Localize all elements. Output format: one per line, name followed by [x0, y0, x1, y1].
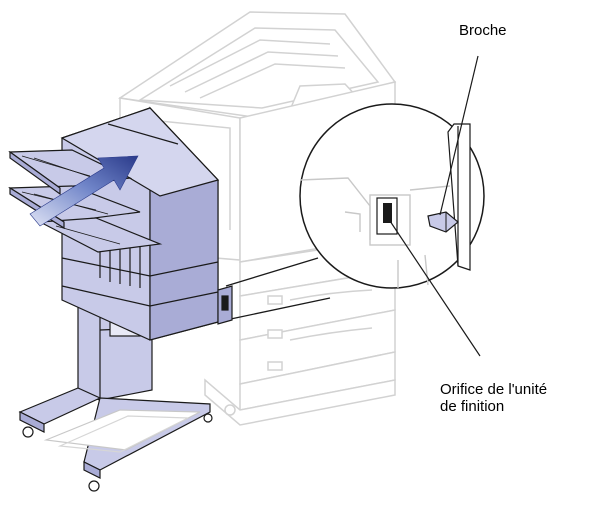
- finisher-hole-label-line1: Orifice de l'unité: [440, 381, 548, 398]
- pin-detail: [427, 211, 459, 233]
- pin-label: Broche: [459, 22, 507, 39]
- magnifier-detail: [225, 103, 485, 321]
- finisher-hole-label: Orifice de l'unité de finition: [440, 381, 547, 415]
- hole-leader-line: [387, 217, 481, 357]
- finisher-hole-label-line2: de finition: [440, 398, 505, 415]
- pin-leader-line: [439, 55, 479, 216]
- push-direction-arrow: [29, 155, 139, 227]
- finisher-unit: [8, 106, 233, 492]
